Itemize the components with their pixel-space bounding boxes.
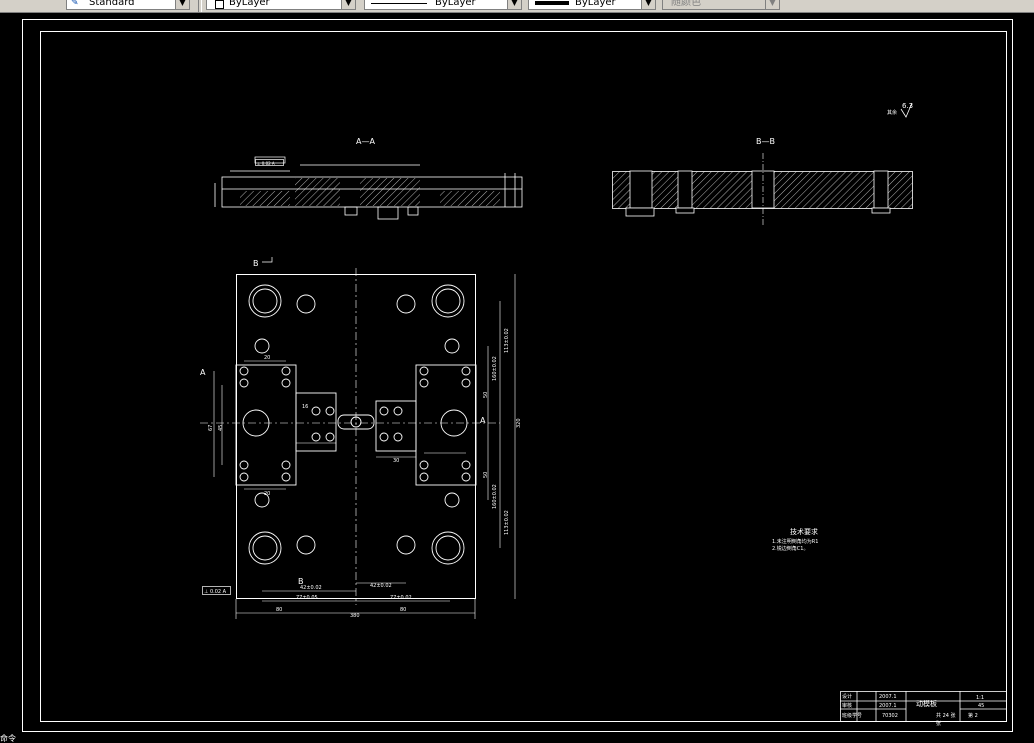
linetype-value: ByLayer — [435, 0, 476, 8]
dim-20a: 20 — [264, 355, 270, 361]
dim-16: 16 — [302, 404, 308, 410]
layer-dropdown[interactable]: ByLayer ▼ — [206, 0, 356, 10]
lineweight-preview-icon — [535, 1, 569, 5]
datum-box-top-frame — [255, 159, 284, 166]
roughness-value: 6.3 — [902, 102, 913, 110]
properties-toolbar: ✎ Standard ▼ ByLayer ▼ ByLayer ▼ ByLayer… — [0, 0, 1034, 13]
section-bb-label: B—B — [756, 137, 775, 146]
datum-box-left-frame — [202, 586, 231, 595]
chevron-down-icon[interactable]: ▼ — [341, 0, 355, 9]
dim-inner-bot: 160±0.02 — [492, 484, 498, 509]
chevron-down-icon[interactable]: ▼ — [641, 0, 655, 9]
dim-67: 67 — [208, 425, 214, 431]
toolbar-separator — [198, 0, 202, 12]
dim-pos-right: 77±0.02 — [390, 595, 412, 601]
dim-center-left: 42±0.02 — [300, 585, 322, 591]
dim-top-right: 113±0.02 — [504, 328, 510, 353]
command-prompt[interactable]: 命令 — [0, 734, 16, 743]
text-style-icon: ✎ — [71, 0, 79, 8]
title-row2-date: 2007.1 — [879, 703, 897, 709]
plot-style-value: 随颜色 — [671, 0, 701, 8]
view-b-mark: B — [253, 259, 259, 268]
outer-border — [22, 19, 1013, 732]
title-sheet-total: 共 24 张 — [936, 712, 956, 719]
tech-req-item-2: 2.锐边倒角C1。 — [772, 545, 808, 552]
dim-center-right: 42±0.02 — [370, 583, 392, 589]
view-b-arrow-icon — [262, 257, 273, 263]
title-block: 设计 2007.1 审核 2007.1 班级学号 70302 1:1 45 共 … — [840, 691, 1007, 727]
datum-box-top: ⊥ 0.02 A — [257, 161, 275, 166]
section-aa-view: A—A — [214, 137, 523, 220]
plot-style-dropdown[interactable]: 随颜色 ▼ — [662, 0, 780, 10]
section-bb-view: B—B 其余 6.3 — [612, 102, 913, 225]
dim-50b: 50 — [483, 472, 489, 478]
title-part-name: 动模板 — [916, 699, 937, 708]
linetype-preview-icon — [371, 3, 427, 4]
view-b-bottom-mark: B — [298, 577, 304, 586]
chevron-down-icon[interactable]: ▼ — [765, 0, 779, 9]
dim-45: 45 — [218, 425, 224, 431]
dim-half-right: 80 — [400, 607, 406, 613]
title-material: 45 — [978, 703, 984, 709]
chevron-down-icon[interactable]: ▼ — [507, 0, 521, 9]
dim-half-left: 80 — [276, 607, 282, 613]
lineweight-dropdown[interactable]: ByLayer ▼ — [528, 0, 656, 10]
section-aa-label: A—A — [356, 137, 375, 146]
tech-req-title: 技术要求 — [790, 527, 818, 536]
dim-pos-left: 77±0.05 — [296, 595, 318, 601]
plan-view: B A A B 380 320 80 80 77±0.05 77±0.02 42… — [200, 159, 522, 619]
datum-box-left: ⊥ 0.02 A — [204, 589, 227, 595]
roughness-symbol-icon — [900, 102, 913, 118]
title-row1-label: 设计 — [842, 693, 852, 700]
title-row3-id: 70302 — [882, 713, 898, 719]
layer-value: ByLayer — [229, 0, 270, 8]
dim-50a: 50 — [483, 392, 489, 398]
view-a-right-mark: A — [480, 416, 486, 425]
text-style-value: Standard — [89, 0, 135, 8]
dim-20b: 20 — [264, 491, 270, 497]
inner-frame — [40, 31, 1007, 722]
dim-inner-top: 160±0.02 — [492, 356, 498, 381]
title-row3-label: 班级学号 — [842, 712, 862, 719]
title-row1-date: 2007.1 — [879, 694, 897, 700]
dim-bot-right: 113±0.02 — [504, 510, 510, 535]
text-style-dropdown[interactable]: ✎ Standard ▼ — [66, 0, 190, 10]
dim-overall-width: 380 — [350, 613, 360, 619]
view-a-left-mark: A — [200, 368, 206, 377]
tech-req-item-1: 1.未注明倒角均为R1 — [772, 538, 818, 545]
drawing-canvas[interactable]: A—A B—B — [0, 13, 1034, 736]
layer-color-swatch-icon — [215, 0, 224, 9]
lineweight-value: ByLayer — [575, 0, 616, 8]
linetype-dropdown[interactable]: ByLayer ▼ — [364, 0, 522, 10]
chevron-down-icon[interactable]: ▼ — [175, 0, 189, 9]
dim-30: 30 — [393, 458, 399, 464]
title-sheet-no: 第 2 — [968, 712, 978, 719]
dim-overall-height: 320 — [516, 418, 522, 428]
title-extra: 张 — [936, 720, 941, 727]
technical-requirements: 技术要求 1.未注明倒角均为R1 2.锐边倒角C1。 — [772, 527, 818, 552]
title-scale: 1:1 — [976, 695, 984, 701]
title-row2-label: 审核 — [842, 702, 852, 709]
roughness-note: 其余 — [887, 109, 897, 116]
